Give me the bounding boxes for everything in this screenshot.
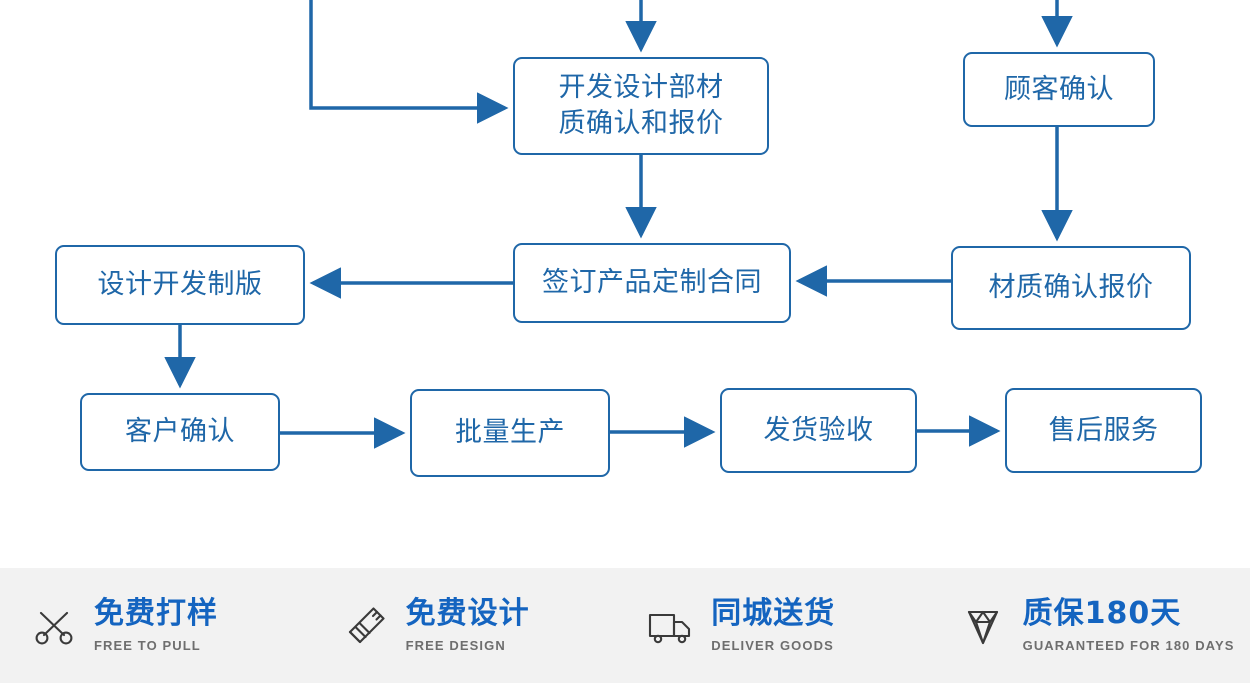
- flow-node-design-development-plate[interactable]: 设计开发制版: [55, 245, 305, 325]
- feature-subtitle: FREE TO PULL: [94, 638, 201, 654]
- feature-free-design[interactable]: 免费设计 FREE DESIGN: [340, 598, 624, 654]
- feature-title: 免费打样: [94, 595, 218, 631]
- flow-node-material-confirm-quote[interactable]: 材质确认报价: [951, 246, 1191, 330]
- flow-node-dev-material-confirm-quote[interactable]: 开发设计部材 质确认和报价: [513, 57, 769, 155]
- feature-text: 免费打样 FREE TO PULL: [94, 598, 218, 654]
- flow-node-delivery-acceptance[interactable]: 发货验收: [720, 388, 917, 473]
- feature-subtitle: DELIVER GOODS: [711, 638, 834, 654]
- feature-warranty-180-days[interactable]: 质保180天 GUARANTEED FOR 180 DAYS: [957, 598, 1250, 654]
- flowchart-canvas: 开发设计部材 质确认和报价 顾客确认 设计开发制版 签订产品定制合同 材质确认报…: [55, 0, 1202, 477]
- diamond-icon: [957, 600, 1009, 652]
- flow-node-customer-confirm[interactable]: 顾客确认: [963, 52, 1155, 127]
- feature-title: 质保180天: [1022, 595, 1182, 631]
- service-banner: 免费打样 FREE TO PULL 免费设计 FREE DESIGN: [0, 568, 1250, 683]
- scissors-icon: [28, 600, 80, 652]
- feature-text: 质保180天 GUARANTEED FOR 180 DAYS: [1023, 598, 1235, 654]
- feature-title: 同城送货: [711, 595, 836, 631]
- edge-topleft-to-dev-box: [309, 0, 509, 124]
- feature-free-sample[interactable]: 免费打样 FREE TO PULL: [28, 598, 312, 654]
- flowchart-connectors: [164, 0, 1073, 449]
- feature-text: 同城送货 DELIVER GOODS: [711, 598, 835, 654]
- flow-node-sign-custom-contract[interactable]: 签订产品定制合同: [513, 243, 791, 323]
- feature-title: 免费设计: [405, 595, 530, 631]
- feature-subtitle: FREE DESIGN: [405, 638, 506, 654]
- feature-subtitle: GUARANTEED FOR 180 DAYS: [1022, 638, 1235, 654]
- flow-node-client-confirm[interactable]: 客户确认: [80, 393, 280, 471]
- flow-node-after-sales-service[interactable]: 售后服务: [1005, 388, 1202, 473]
- feature-text: 免费设计 FREE DESIGN: [406, 598, 530, 654]
- feature-city-delivery[interactable]: 同城送货 DELIVER GOODS: [645, 598, 938, 654]
- flow-node-mass-production[interactable]: 批量生产: [410, 389, 610, 477]
- truck-icon: [645, 600, 697, 652]
- pencil-ruler-icon: [340, 600, 392, 652]
